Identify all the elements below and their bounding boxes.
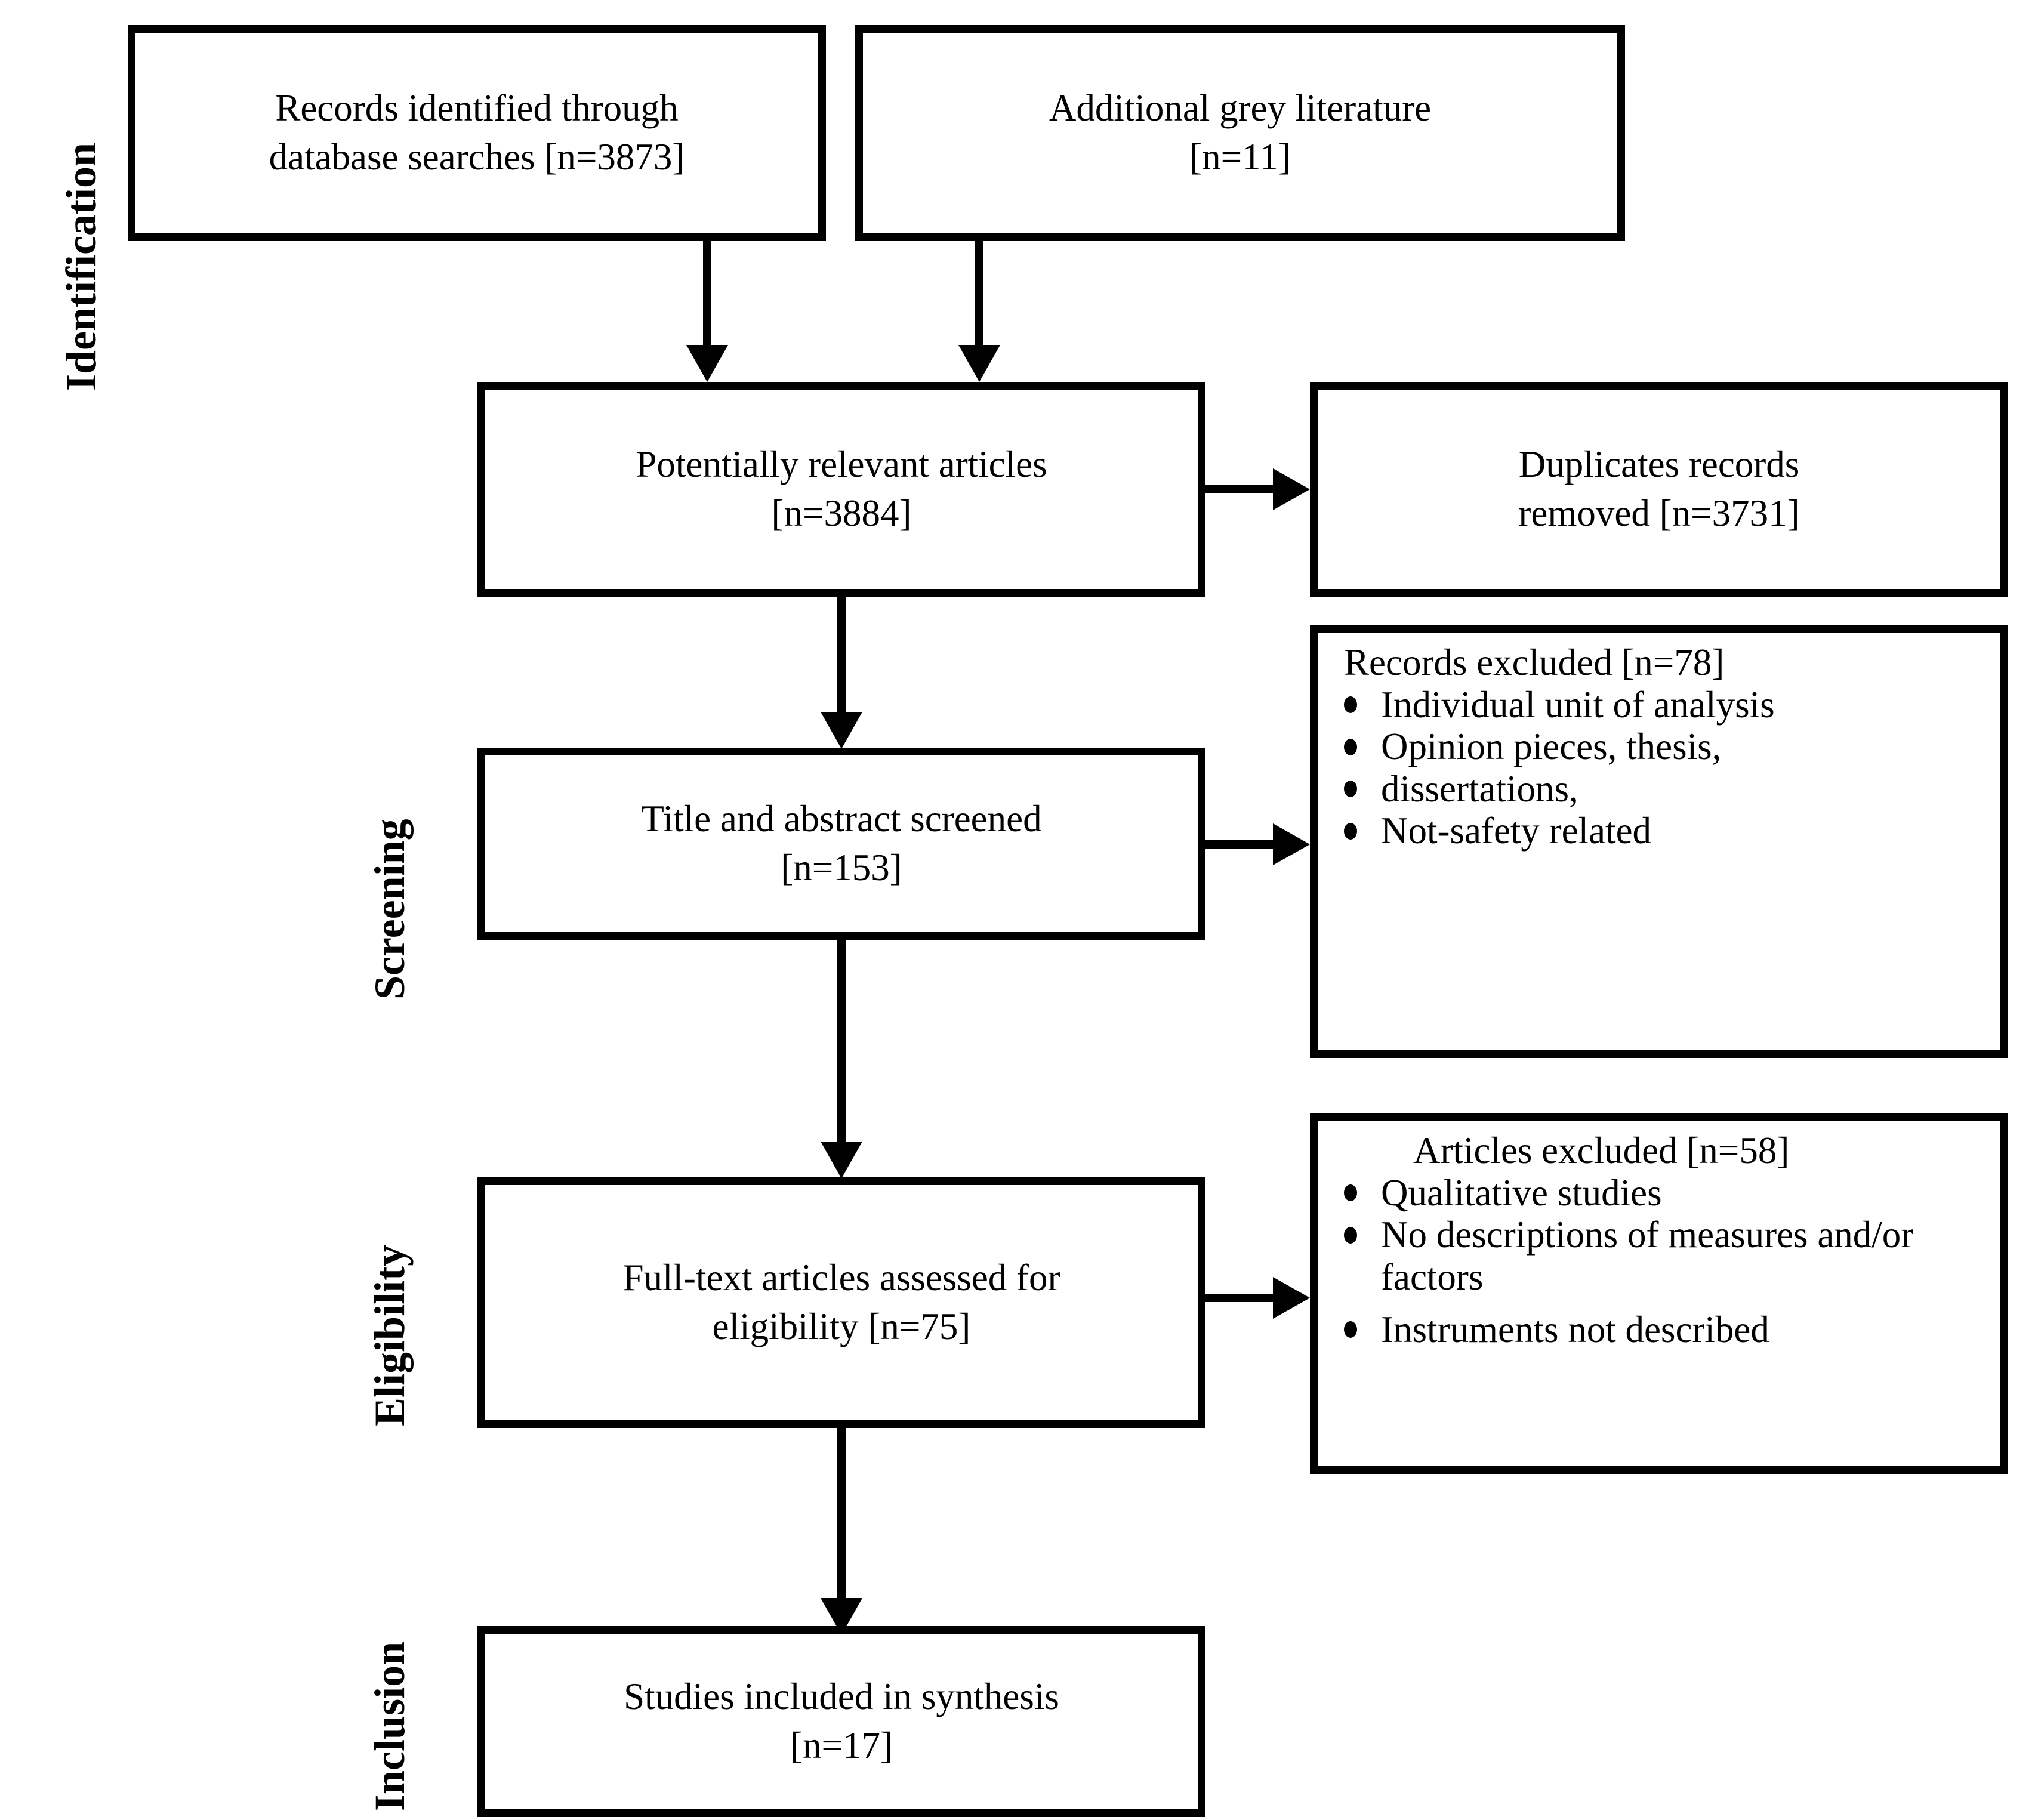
box-line: [n=17] xyxy=(790,1725,893,1766)
stage-label-screening: Screening xyxy=(366,819,414,1000)
box-records-excluded: Records excluded [n=78] Individual unit … xyxy=(1310,625,2008,1058)
box-line: [n=11] xyxy=(1189,136,1291,178)
box-grey-literature: Additional grey literature [n=11] xyxy=(855,25,1625,241)
connector-grey-to-relevant xyxy=(975,241,983,346)
connector-records-to-relevant xyxy=(703,241,711,346)
arrow-screened-to-fulltext xyxy=(821,1142,862,1179)
connector-fulltext-to-excluded xyxy=(1205,1294,1277,1302)
box-line: eligibility [n=75] xyxy=(712,1306,971,1347)
connector-fulltext-to-included xyxy=(837,1428,846,1601)
list-item-label: No descriptions of measures and/or facto… xyxy=(1381,1214,1914,1298)
box-line: Studies included in synthesis xyxy=(624,1676,1059,1718)
box-line: Records identified through xyxy=(275,87,679,129)
box-studies-included: Studies included in synthesis [n=17] xyxy=(477,1626,1205,1817)
arrow-screened-to-excluded xyxy=(1273,823,1310,865)
box-line: Potentially relevant articles xyxy=(636,443,1047,486)
bullet-icon xyxy=(1344,1184,1357,1201)
box-fulltext-assessed: Full-text articles assessed for eligibil… xyxy=(477,1177,1205,1428)
bullet-icon xyxy=(1344,781,1357,798)
list-item-label: Individual unit of analysis xyxy=(1381,683,1775,726)
box-records-identified: Records identified through database sear… xyxy=(128,25,826,241)
records-excluded-list: Individual unit of analysis Opinion piec… xyxy=(1318,684,2000,852)
records-excluded-header: Records excluded [n=78] xyxy=(1344,641,1725,683)
bullet-icon xyxy=(1344,1226,1357,1244)
list-item: Instruments not described xyxy=(1318,1309,2000,1351)
list-item: Not-safety related xyxy=(1318,810,2000,852)
bullet-icon xyxy=(1344,738,1357,755)
box-title-abstract-screened: Title and abstract screened [n=153] xyxy=(477,748,1205,940)
articles-excluded-list: Qualitative studies No descriptions of m… xyxy=(1318,1172,2000,1351)
box-line: database searches [n=3873] xyxy=(269,136,685,178)
bullet-icon xyxy=(1344,822,1357,840)
bullet-icon xyxy=(1344,696,1357,713)
connector-screened-to-excluded xyxy=(1205,840,1277,849)
box-line: [n=3884] xyxy=(771,492,912,534)
list-item-label: Qualitative studies xyxy=(1381,1171,1662,1214)
connector-relevant-to-screened xyxy=(837,597,846,713)
box-duplicates-removed: Duplicates records removed [n=3731] xyxy=(1310,382,2008,597)
stage-label-inclusion: Inclusion xyxy=(366,1641,414,1811)
box-line: [n=153] xyxy=(781,847,902,889)
arrow-fulltext-to-excluded xyxy=(1273,1277,1310,1319)
arrow-relevant-to-screened xyxy=(821,712,862,749)
list-item: No descriptions of measures and/or facto… xyxy=(1318,1214,2000,1298)
box-articles-excluded: Articles excluded [n=58] Qualitative stu… xyxy=(1310,1113,2008,1474)
list-item-label: Instruments not described xyxy=(1381,1308,1769,1350)
stage-label-eligibility: Eligibility xyxy=(366,1244,414,1426)
list-item: Individual unit of analysis xyxy=(1318,684,2000,726)
list-item: Opinion pieces, thesis, xyxy=(1318,726,2000,768)
list-item-label: Opinion pieces, thesis, xyxy=(1381,726,1722,768)
box-line: Additional grey literature xyxy=(1049,87,1432,129)
list-item: dissertations, xyxy=(1318,768,2000,810)
box-potentially-relevant: Potentially relevant articles [n=3884] xyxy=(477,382,1205,597)
arrow-records-to-relevant xyxy=(686,345,728,382)
box-line: Title and abstract screened xyxy=(641,798,1042,840)
articles-excluded-header: Articles excluded [n=58] xyxy=(1413,1130,1790,1171)
connector-screened-to-fulltext xyxy=(837,940,846,1143)
connector-relevant-to-duplicates xyxy=(1205,485,1277,493)
box-line: Duplicates records xyxy=(1518,443,1800,486)
list-item: Qualitative studies xyxy=(1318,1172,2000,1214)
list-item-label: dissertations, xyxy=(1381,767,1578,810)
box-line: Full-text articles assessed for xyxy=(622,1257,1060,1299)
bullet-icon xyxy=(1344,1321,1357,1338)
box-line: removed [n=3731] xyxy=(1518,492,1800,534)
list-item-label: Not-safety related xyxy=(1381,810,1652,852)
arrow-relevant-to-duplicates xyxy=(1273,468,1310,510)
arrow-grey-to-relevant xyxy=(958,345,1000,382)
stage-label-identification: Identification xyxy=(57,142,105,391)
